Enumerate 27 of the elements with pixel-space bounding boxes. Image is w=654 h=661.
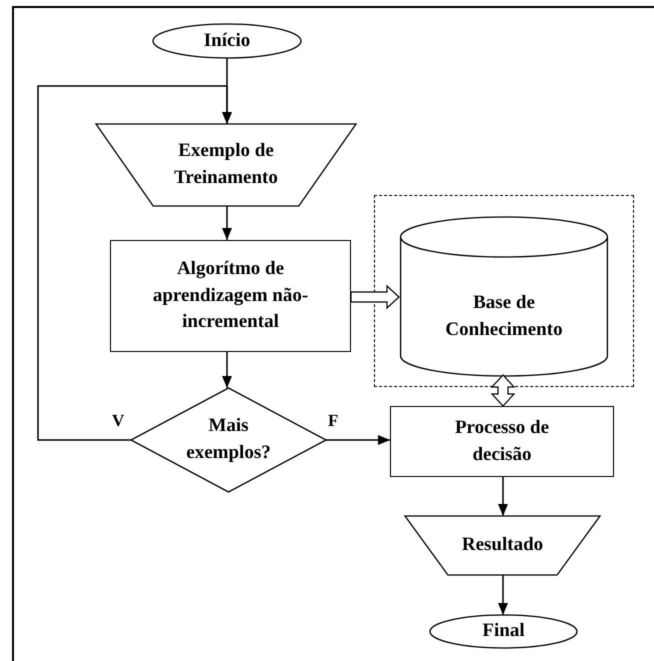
arrow bbox=[498, 477, 508, 516]
start-terminal bbox=[153, 24, 301, 58]
database-cylinder bbox=[400, 217, 608, 376]
node-label: Início bbox=[204, 28, 250, 53]
block-arrow bbox=[490, 374, 516, 407]
arrow bbox=[222, 206, 232, 240]
output-trapezoid bbox=[405, 516, 600, 575]
node-label: Exemplo de Treinamento bbox=[173, 139, 279, 190]
node-label: Resultado bbox=[460, 533, 544, 558]
decision-diamond bbox=[131, 388, 326, 492]
dashed-group-box bbox=[374, 195, 634, 387]
node-label: Algorítmo de aprendizagem não-incremental bbox=[152, 257, 310, 334]
arrow bbox=[498, 575, 508, 615]
input-trapezoid bbox=[96, 124, 356, 206]
node-label: Final bbox=[482, 619, 525, 644]
node-label: Processo de decisão bbox=[454, 416, 550, 466]
arrow bbox=[37, 85, 232, 441]
block-arrow bbox=[350, 284, 400, 310]
node-label: Mais exemplos? bbox=[185, 414, 272, 465]
process-box bbox=[390, 406, 614, 477]
arrow bbox=[326, 435, 390, 445]
process-box bbox=[110, 240, 351, 352]
edge-label: V bbox=[112, 412, 124, 429]
edge-label: F bbox=[328, 412, 338, 429]
node-label: Base de Conhecimento bbox=[444, 290, 564, 342]
arrow bbox=[222, 352, 232, 388]
end-terminal bbox=[430, 615, 577, 648]
